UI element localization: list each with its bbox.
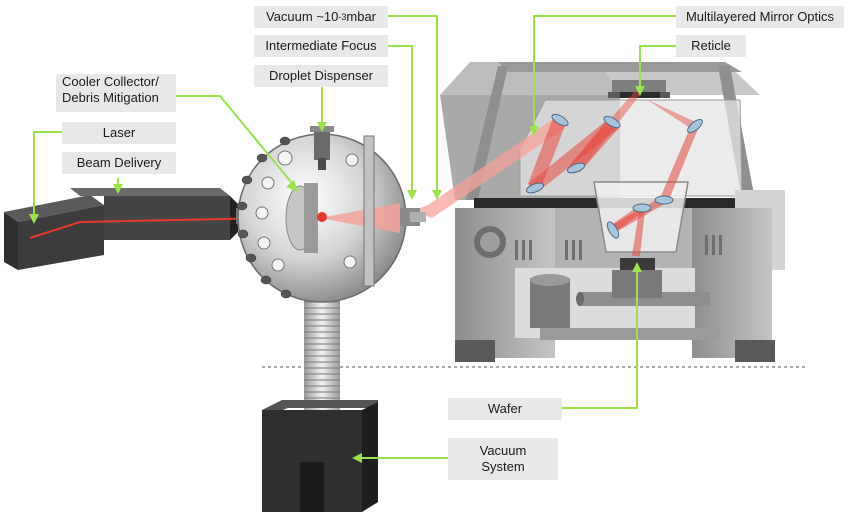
vacuum-prefix: Vacuum ~10: [265, 9, 339, 24]
leader-lines: [33, 15, 676, 459]
label-beam-delivery: Beam Delivery: [62, 152, 176, 174]
mirrors: [525, 113, 703, 239]
cooler-collector-line2: Debris Mitigation: [62, 90, 159, 105]
label-multilayered-mirror-optics: Multilayered Mirror Optics: [676, 6, 844, 28]
leader-arrowheads: [29, 86, 645, 463]
label-vacuum-pressure: Vacuum ~10-3 mbar: [254, 6, 388, 28]
vacuum-suffix: mbar: [346, 9, 377, 24]
laser-unit: [4, 188, 238, 270]
label-wafer: Wafer: [448, 398, 562, 420]
cooler-collector-line1: Cooler Collector/: [62, 74, 159, 89]
label-vacuum-system: Vacuum System: [448, 438, 558, 480]
label-reticle: Reticle: [676, 35, 746, 57]
vacuum-system-line1: Vacuum: [479, 443, 527, 458]
label-cooler-collector: Cooler Collector/ Debris Mitigation: [56, 74, 176, 112]
label-laser: Laser: [62, 122, 176, 144]
label-droplet-dispenser: Droplet Dispenser: [254, 65, 388, 87]
vacuum-system-line2: System: [481, 459, 525, 474]
label-intermediate-focus: Intermediate Focus: [254, 35, 388, 57]
euv-beam-path: [412, 90, 700, 256]
vacuum-system-unit: [262, 283, 378, 512]
source-chamber: [236, 126, 426, 303]
scanner-machine: [440, 62, 785, 362]
